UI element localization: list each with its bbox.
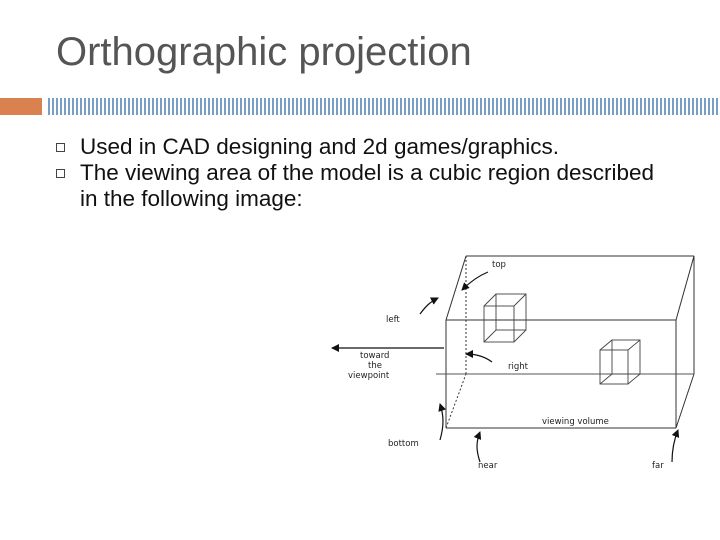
viewing-volume-diagram: top left toward the viewpoint right bott… [326,250,700,474]
arrows [331,271,680,463]
label-viewpoint: viewpoint [348,371,390,381]
label-bottom: bottom [388,439,419,449]
bullet-item: Used in CAD designing and 2d games/graph… [56,134,676,160]
label-right: right [508,362,529,372]
label-top: top [492,260,506,270]
label-near: near [478,461,498,471]
bullet-text: The viewing area of the model is a cubic… [80,160,655,211]
small-cube [483,293,527,343]
accent-band [0,98,42,115]
slide-title: Orthographic projection [56,30,472,74]
small-cube [599,339,641,385]
bullet-item: The viewing area of the model is a cubic… [56,160,676,212]
viewing-volume-box [436,255,695,429]
striped-band [48,98,720,115]
diagram-svg: top left toward the viewpoint right bott… [331,255,695,471]
label-toward: toward [360,351,389,361]
square-bullet-icon [56,143,65,152]
square-bullet-icon [56,169,65,178]
bullet-list: Used in CAD designing and 2d games/graph… [56,134,676,212]
label-left: left [386,315,400,325]
label-viewing-volume: viewing volume [542,417,609,427]
label-far: far [652,461,664,471]
label-the: the [368,361,382,371]
bullet-text: Used in CAD designing and 2d games/graph… [80,134,560,159]
